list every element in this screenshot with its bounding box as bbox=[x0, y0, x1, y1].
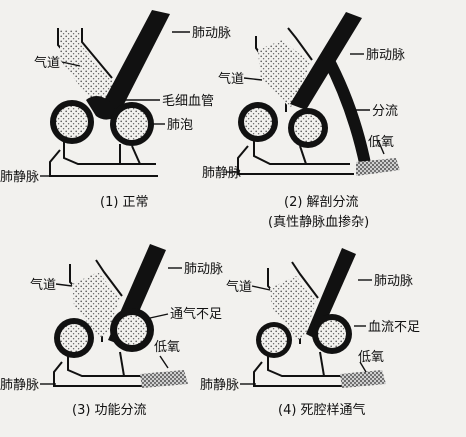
shunt-vessel bbox=[322, 54, 372, 168]
alveolus-hypoperfused bbox=[312, 314, 352, 354]
leader-lines bbox=[240, 279, 372, 385]
pulmonary-artery bbox=[306, 248, 356, 340]
label-airway: 气道 bbox=[30, 277, 56, 293]
alveolus-right bbox=[288, 108, 328, 148]
alveolus-hypoventilated bbox=[110, 308, 154, 352]
low-oxygen-region bbox=[340, 370, 386, 388]
label-pulmonary-artery: 肺动脉 bbox=[366, 48, 405, 63]
pulmonary-artery bbox=[100, 10, 170, 112]
low-oxygen-region bbox=[140, 370, 188, 388]
pulmonary-vein bbox=[253, 351, 356, 387]
leader-lines bbox=[40, 267, 182, 385]
leader-lines bbox=[40, 31, 190, 177]
label-pulmonary-artery: 肺动脉 bbox=[374, 274, 413, 289]
capillary bbox=[86, 96, 116, 120]
airway-stipple bbox=[258, 40, 310, 108]
airway-stipple bbox=[270, 276, 316, 340]
caption-anatomic-shunt-sub: (真性静脉血掺杂) bbox=[268, 214, 369, 230]
label-hypoventilation: 通气不足 bbox=[170, 306, 222, 322]
caption-anatomic-shunt: (2) 解剖分流 bbox=[284, 195, 359, 210]
label-airway: 气道 bbox=[218, 71, 244, 87]
pulmonary-vein bbox=[53, 351, 156, 387]
caption-functional-shunt: (3) 功能分流 bbox=[72, 403, 147, 418]
label-pulmonary-vein: 肺静脉 bbox=[0, 170, 39, 185]
panel-anatomic-shunt: 肺动脉 气道 分流 低氧 肺静脉 (2) 解剖分流 (真性静脉血掺杂) bbox=[202, 12, 405, 230]
label-capillary: 毛细血管 bbox=[162, 94, 214, 109]
label-low-oxygen: 低氧 bbox=[368, 135, 394, 150]
label-airway: 气道 bbox=[34, 55, 60, 71]
label-pulmonary-artery: 肺动脉 bbox=[184, 262, 223, 277]
caption-normal: (1) 正常 bbox=[100, 195, 149, 210]
pulmonary-vein bbox=[49, 142, 158, 177]
alveolus-left bbox=[50, 100, 94, 144]
panel-normal: 肺动脉 气道 毛细血管 肺泡 肺静脉 (1) 正常 bbox=[0, 10, 231, 210]
label-pulmonary-vein: 肺静脉 bbox=[202, 166, 241, 181]
low-oxygen-region bbox=[356, 158, 400, 176]
airway-stipple bbox=[60, 30, 118, 108]
label-low-oxygen: 低氧 bbox=[358, 350, 384, 365]
leader-lines bbox=[226, 53, 385, 173]
label-pulmonary-vein: 肺静脉 bbox=[200, 378, 239, 393]
airway-stipple bbox=[72, 272, 120, 338]
panel-functional-shunt: 肺动脉 气道 通气不足 低氧 肺静脉 (3) 功能分流 bbox=[0, 244, 223, 418]
label-low-oxygen: 低氧 bbox=[154, 340, 180, 355]
alveolus-right bbox=[110, 102, 154, 146]
label-pulmonary-vein: 肺静脉 bbox=[0, 378, 39, 393]
panel-dead-space: 肺动脉 气道 血流不足 低氧 肺静脉 (4) 死腔样通气 bbox=[200, 248, 420, 418]
label-shunt: 分流 bbox=[372, 104, 398, 119]
pulmonary-vein bbox=[237, 140, 354, 175]
alveolus-left bbox=[238, 102, 278, 142]
caption-dead-space: (4) 死腔样通气 bbox=[278, 402, 366, 418]
alveolus-left bbox=[256, 322, 292, 358]
label-hypoperfusion: 血流不足 bbox=[368, 320, 420, 335]
label-alveolus: 肺泡 bbox=[167, 118, 193, 133]
label-airway: 气道 bbox=[226, 279, 252, 295]
label-pulmonary-artery: 肺动脉 bbox=[192, 26, 231, 41]
alveolus-left bbox=[54, 318, 94, 358]
